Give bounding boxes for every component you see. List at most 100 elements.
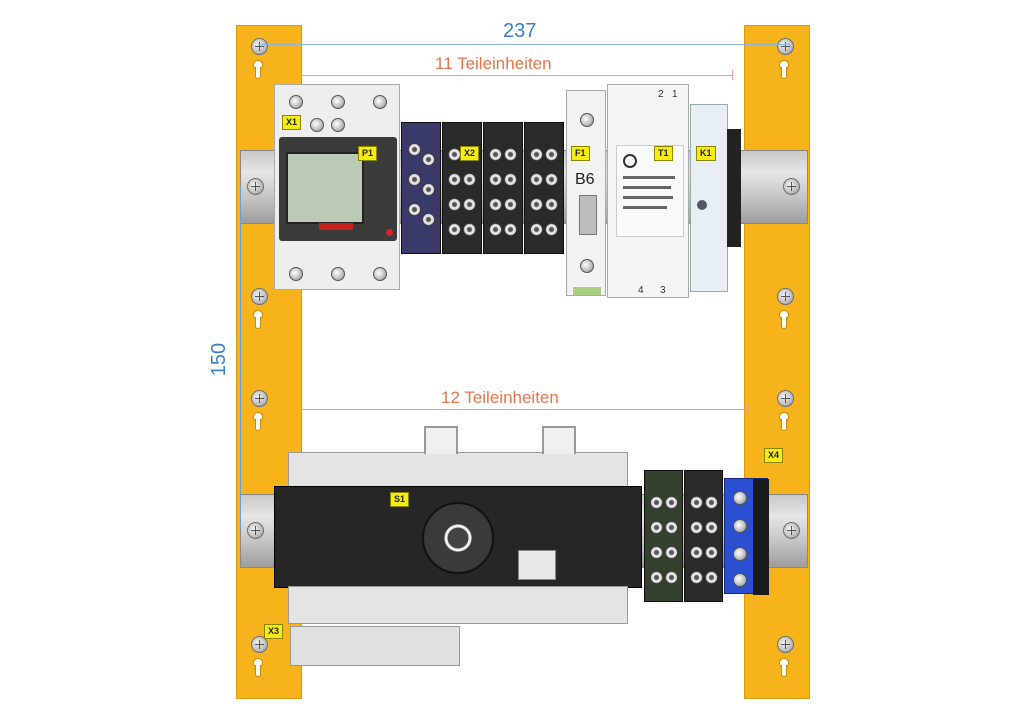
terminal-screw-icon bbox=[504, 148, 517, 161]
din-screw-icon bbox=[247, 178, 264, 195]
psu-terminal-number: 2 bbox=[658, 89, 664, 100]
terminal-screw-icon bbox=[690, 496, 703, 509]
measuring-device-p1 bbox=[274, 84, 400, 290]
keyhole-icon bbox=[252, 658, 264, 678]
terminal-screw-icon bbox=[373, 95, 387, 109]
power-supply-t1: 2 1 4 3 bbox=[607, 84, 689, 298]
switch-bracket bbox=[542, 426, 576, 454]
width-dimension-label: 237 bbox=[503, 20, 537, 42]
terminal-screw-icon bbox=[545, 173, 558, 186]
rail-screw-icon bbox=[251, 288, 268, 305]
psu-label-plate bbox=[616, 145, 684, 237]
terminal-block bbox=[524, 122, 564, 254]
terminal-screw-icon bbox=[530, 198, 543, 211]
terminal-block-group-x4 bbox=[724, 478, 769, 595]
tag-x3: X3 bbox=[264, 624, 284, 639]
terminal-screw-icon bbox=[705, 571, 718, 584]
terminal-screw-icon bbox=[310, 118, 324, 132]
terminal-screw-icon bbox=[545, 148, 558, 161]
terminal-screw-icon bbox=[705, 496, 718, 509]
keyhole-icon bbox=[252, 412, 264, 432]
switch-rotary-knob-icon[interactable] bbox=[422, 502, 494, 574]
switch-bracket bbox=[424, 426, 458, 454]
tag-p1: P1 bbox=[358, 146, 378, 161]
terminal-block bbox=[442, 122, 482, 254]
rail-screw-icon bbox=[251, 636, 268, 653]
rail-screw-icon bbox=[777, 288, 794, 305]
relay-k1 bbox=[690, 104, 741, 292]
terminal-screw-icon bbox=[489, 173, 502, 186]
bottom-row-units-line bbox=[273, 409, 746, 410]
dimension-tick bbox=[732, 70, 733, 80]
din-screw-icon bbox=[247, 522, 264, 539]
terminal-screw-icon bbox=[705, 521, 718, 534]
relay-brand-icon bbox=[697, 200, 707, 210]
terminal-block bbox=[483, 122, 523, 254]
terminal-screw-icon bbox=[650, 496, 663, 509]
terminal-screw-icon bbox=[489, 223, 502, 236]
circuit-breaker-f1: B6 bbox=[566, 90, 606, 296]
terminal-screw-icon bbox=[489, 148, 502, 161]
terminal-screw-icon bbox=[422, 153, 435, 166]
terminal-block-group-x2 bbox=[401, 122, 566, 254]
terminal-screw-icon bbox=[530, 223, 543, 236]
keyhole-icon bbox=[778, 412, 790, 432]
terminal-block bbox=[401, 122, 441, 254]
terminal-screw-icon bbox=[665, 571, 678, 584]
top-row-units-line bbox=[273, 75, 732, 76]
rail-screw-icon bbox=[777, 38, 794, 55]
terminal-screw-icon bbox=[408, 203, 421, 216]
top-row-units-label: 11 Teileinheiten bbox=[435, 54, 552, 73]
tag-x2: X2 bbox=[460, 146, 480, 161]
terminal-screw-icon bbox=[289, 95, 303, 109]
terminal-screw-icon bbox=[373, 267, 387, 281]
terminal-screw-icon bbox=[733, 547, 747, 561]
psu-info-line bbox=[623, 176, 675, 179]
terminal-screw-icon bbox=[690, 546, 703, 559]
psu-terminal-number: 1 bbox=[672, 89, 678, 100]
tag-x1: X1 bbox=[282, 115, 302, 130]
switch-top-terminals bbox=[288, 452, 628, 490]
rail-screw-icon bbox=[777, 636, 794, 653]
terminal-screw-icon bbox=[733, 491, 747, 505]
tag-s1: S1 bbox=[390, 492, 410, 507]
terminal-screw-icon bbox=[504, 173, 517, 186]
terminal-screw-icon bbox=[331, 267, 345, 281]
terminal-screw-icon bbox=[448, 198, 461, 211]
din-screw-icon bbox=[783, 522, 800, 539]
terminal-screw-icon bbox=[408, 173, 421, 186]
tag-x4: X4 bbox=[764, 448, 784, 463]
terminal-screw-icon bbox=[289, 267, 303, 281]
keyhole-icon bbox=[778, 60, 790, 80]
relay-socket bbox=[727, 129, 741, 247]
terminal-screw-icon bbox=[489, 198, 502, 211]
psu-info-line bbox=[623, 196, 673, 199]
terminal-screw-icon bbox=[665, 521, 678, 534]
dimension-tick bbox=[746, 404, 747, 414]
changeover-switch-s1 bbox=[274, 426, 642, 636]
terminal-screw-icon bbox=[705, 546, 718, 559]
terminal-screw-icon bbox=[422, 213, 435, 226]
terminal-screw-icon bbox=[580, 113, 594, 127]
terminal-screw-icon bbox=[463, 223, 476, 236]
breaker-rating: B6 bbox=[575, 171, 595, 188]
height-dimension-label: 150 bbox=[208, 342, 231, 377]
dimension-tick bbox=[273, 70, 274, 80]
din-screw-icon bbox=[783, 178, 800, 195]
tag-f1: F1 bbox=[571, 146, 590, 161]
keyhole-icon bbox=[778, 310, 790, 330]
terminal-block bbox=[684, 470, 723, 602]
keyhole-icon bbox=[252, 310, 264, 330]
switch-bottom-terminals bbox=[288, 586, 628, 624]
switch-aux-contacts bbox=[518, 550, 556, 580]
terminal-screw-icon bbox=[331, 95, 345, 109]
terminal-screw-icon bbox=[463, 198, 476, 211]
terminal-block-group-x3 bbox=[290, 626, 460, 666]
terminal-screw-icon bbox=[463, 173, 476, 186]
height-dimension-line bbox=[240, 186, 241, 530]
width-dimension-line bbox=[258, 44, 790, 45]
terminal-screw-icon bbox=[422, 183, 435, 196]
terminal-screw-icon bbox=[448, 148, 461, 161]
meter-display bbox=[286, 152, 364, 224]
terminal-screw-icon bbox=[650, 546, 663, 559]
